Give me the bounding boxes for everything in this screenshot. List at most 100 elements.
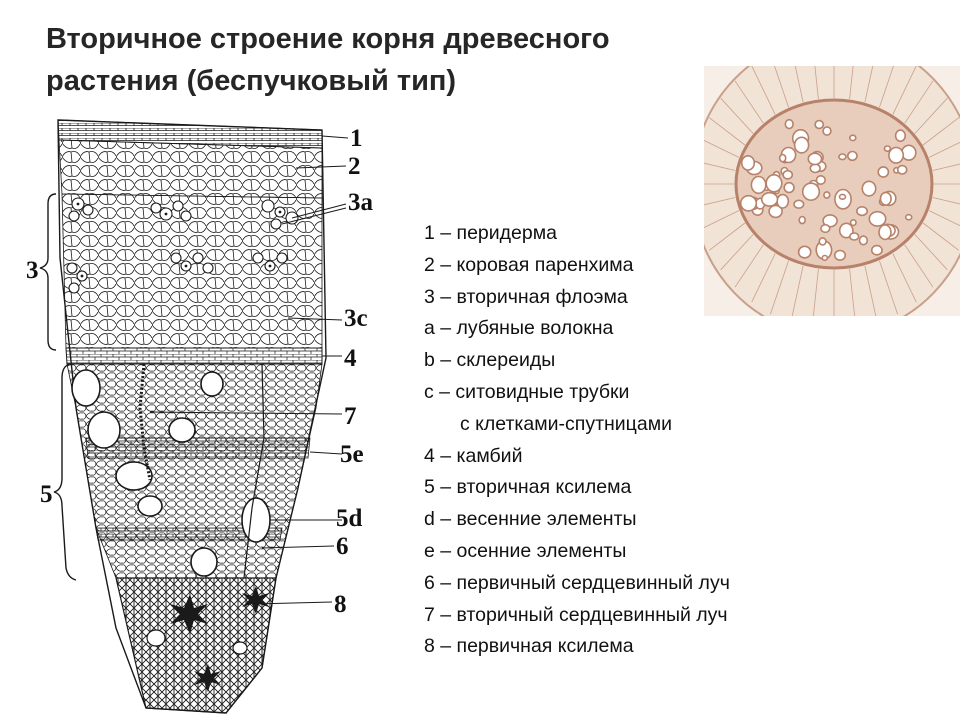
micrograph-ray <box>704 162 736 171</box>
micrograph-ray <box>922 117 959 146</box>
cortex-parenchyma <box>58 139 323 199</box>
slide-title: Вторичное строение корня древесного раст… <box>46 18 706 102</box>
label-1: 1 <box>350 125 363 152</box>
micrograph-vessel <box>760 191 779 207</box>
micrograph-vessel <box>782 169 794 180</box>
micrograph-ray <box>791 265 804 316</box>
micrograph-vessel <box>750 175 767 195</box>
legend-item: 7 – вторичный сердцевинный луч <box>424 603 728 626</box>
micrograph-vessel <box>822 126 832 136</box>
root-micrograph <box>704 66 960 316</box>
legend-item: 8 – первичная ксилема <box>424 635 634 658</box>
micrograph-ray <box>751 66 776 115</box>
legend-item: 1 – перидерма <box>424 222 557 244</box>
micrograph-vessel <box>823 191 831 199</box>
micrograph-vessel <box>814 119 825 130</box>
micrograph-vessel <box>783 181 795 194</box>
micrograph-ray <box>864 66 874 103</box>
micrograph-vessel <box>856 206 869 217</box>
label-5d: 5d <box>336 505 363 532</box>
micrograph-vessel <box>849 219 857 227</box>
micrograph-vessel <box>740 155 756 171</box>
micrograph-vessel <box>878 224 892 241</box>
label-4: 4 <box>344 345 357 372</box>
micrograph-ray <box>932 163 960 171</box>
micrograph-ray <box>928 210 960 227</box>
micrograph-vessel <box>883 145 892 152</box>
micrograph-ray <box>914 234 948 271</box>
micrograph-ray <box>704 210 740 229</box>
micrograph-ray <box>709 117 746 146</box>
label-5: 5 <box>40 481 53 508</box>
micrograph-vessel <box>820 223 831 234</box>
micrograph-ray <box>892 253 917 303</box>
micrograph-vessel <box>858 235 869 246</box>
micrograph-ray <box>849 66 854 100</box>
micrograph-vessel <box>896 164 908 175</box>
micrograph-vessel <box>815 175 827 186</box>
micrograph-ray <box>751 253 776 303</box>
micrograph-vessels <box>739 118 917 262</box>
bracket-5 <box>53 363 77 581</box>
primary-xylem-stars <box>170 586 269 692</box>
legend-item: 3 – вторичная флоэма <box>424 285 628 308</box>
primary-xylem <box>115 577 277 714</box>
micrograph-vessel <box>870 244 883 256</box>
micrograph-vessel <box>838 153 847 161</box>
secondary-ray <box>138 363 152 481</box>
micrograph-ray <box>794 66 804 103</box>
title-line-1: Вторичное строение корня древесного <box>46 23 610 55</box>
micrograph-ray <box>734 244 764 288</box>
micrograph-vessel <box>778 153 787 163</box>
micrograph-ray <box>812 268 819 316</box>
micrograph-vessel <box>838 222 854 239</box>
micrograph-ray <box>932 197 960 205</box>
label-2: 2 <box>348 153 361 180</box>
micrograph-vessel <box>849 232 860 241</box>
micrograph-vessel <box>877 166 890 178</box>
micrograph-ray <box>814 66 819 100</box>
latewood-band-2 <box>95 527 283 541</box>
micrograph-ray <box>734 80 764 124</box>
micrograph-ray <box>720 234 754 271</box>
label-3a: 3a <box>348 189 374 216</box>
micrograph-vessel <box>838 193 847 201</box>
micrograph-vessel <box>739 194 758 212</box>
legend-item: 6 – первичный сердцевинный луч <box>424 571 730 594</box>
micrograph-vessel <box>849 134 857 142</box>
micrograph-vessel <box>793 136 810 154</box>
cambium <box>65 347 323 365</box>
primary-ray <box>243 363 265 579</box>
micrograph-vessel <box>904 213 913 221</box>
label-8: 8 <box>334 591 347 618</box>
secondary-xylem <box>66 363 323 579</box>
micrograph-vessel <box>801 182 821 201</box>
micrograph-ray <box>704 139 740 158</box>
label-7: 7 <box>344 403 357 430</box>
legend-item: 5 – вторичная ксилема <box>424 476 632 499</box>
micrograph-vessel <box>833 249 847 261</box>
label-6: 6 <box>336 533 349 560</box>
legend-item: 4 – камбий <box>424 444 523 467</box>
micrograph-vessel <box>879 191 892 206</box>
micrograph-ray <box>770 260 789 315</box>
micrograph-vessel <box>797 245 812 259</box>
micrograph-ray <box>879 66 894 108</box>
micrograph-rays <box>704 66 960 316</box>
micrograph-ray <box>922 222 959 251</box>
micrograph-ray <box>720 97 754 134</box>
latewood-band <box>85 437 311 459</box>
legend-item: а – лубяные волокна <box>424 317 614 340</box>
micrograph-ray <box>709 222 746 251</box>
micrograph-ray <box>892 66 917 115</box>
legend-item: е – осенние элементы <box>424 539 627 562</box>
label-3c: 3c <box>344 305 368 332</box>
micrograph-vessel <box>901 144 917 161</box>
legend-item: 2 – коровая паренхима <box>424 253 634 276</box>
micrograph-vessel <box>821 254 829 262</box>
legend-item: d – весенние элементы <box>424 508 637 531</box>
micrograph-vessel <box>894 129 906 143</box>
micrograph-vessel <box>868 210 887 227</box>
micrograph-vessel <box>793 199 805 209</box>
micrograph-vessel <box>768 204 783 219</box>
